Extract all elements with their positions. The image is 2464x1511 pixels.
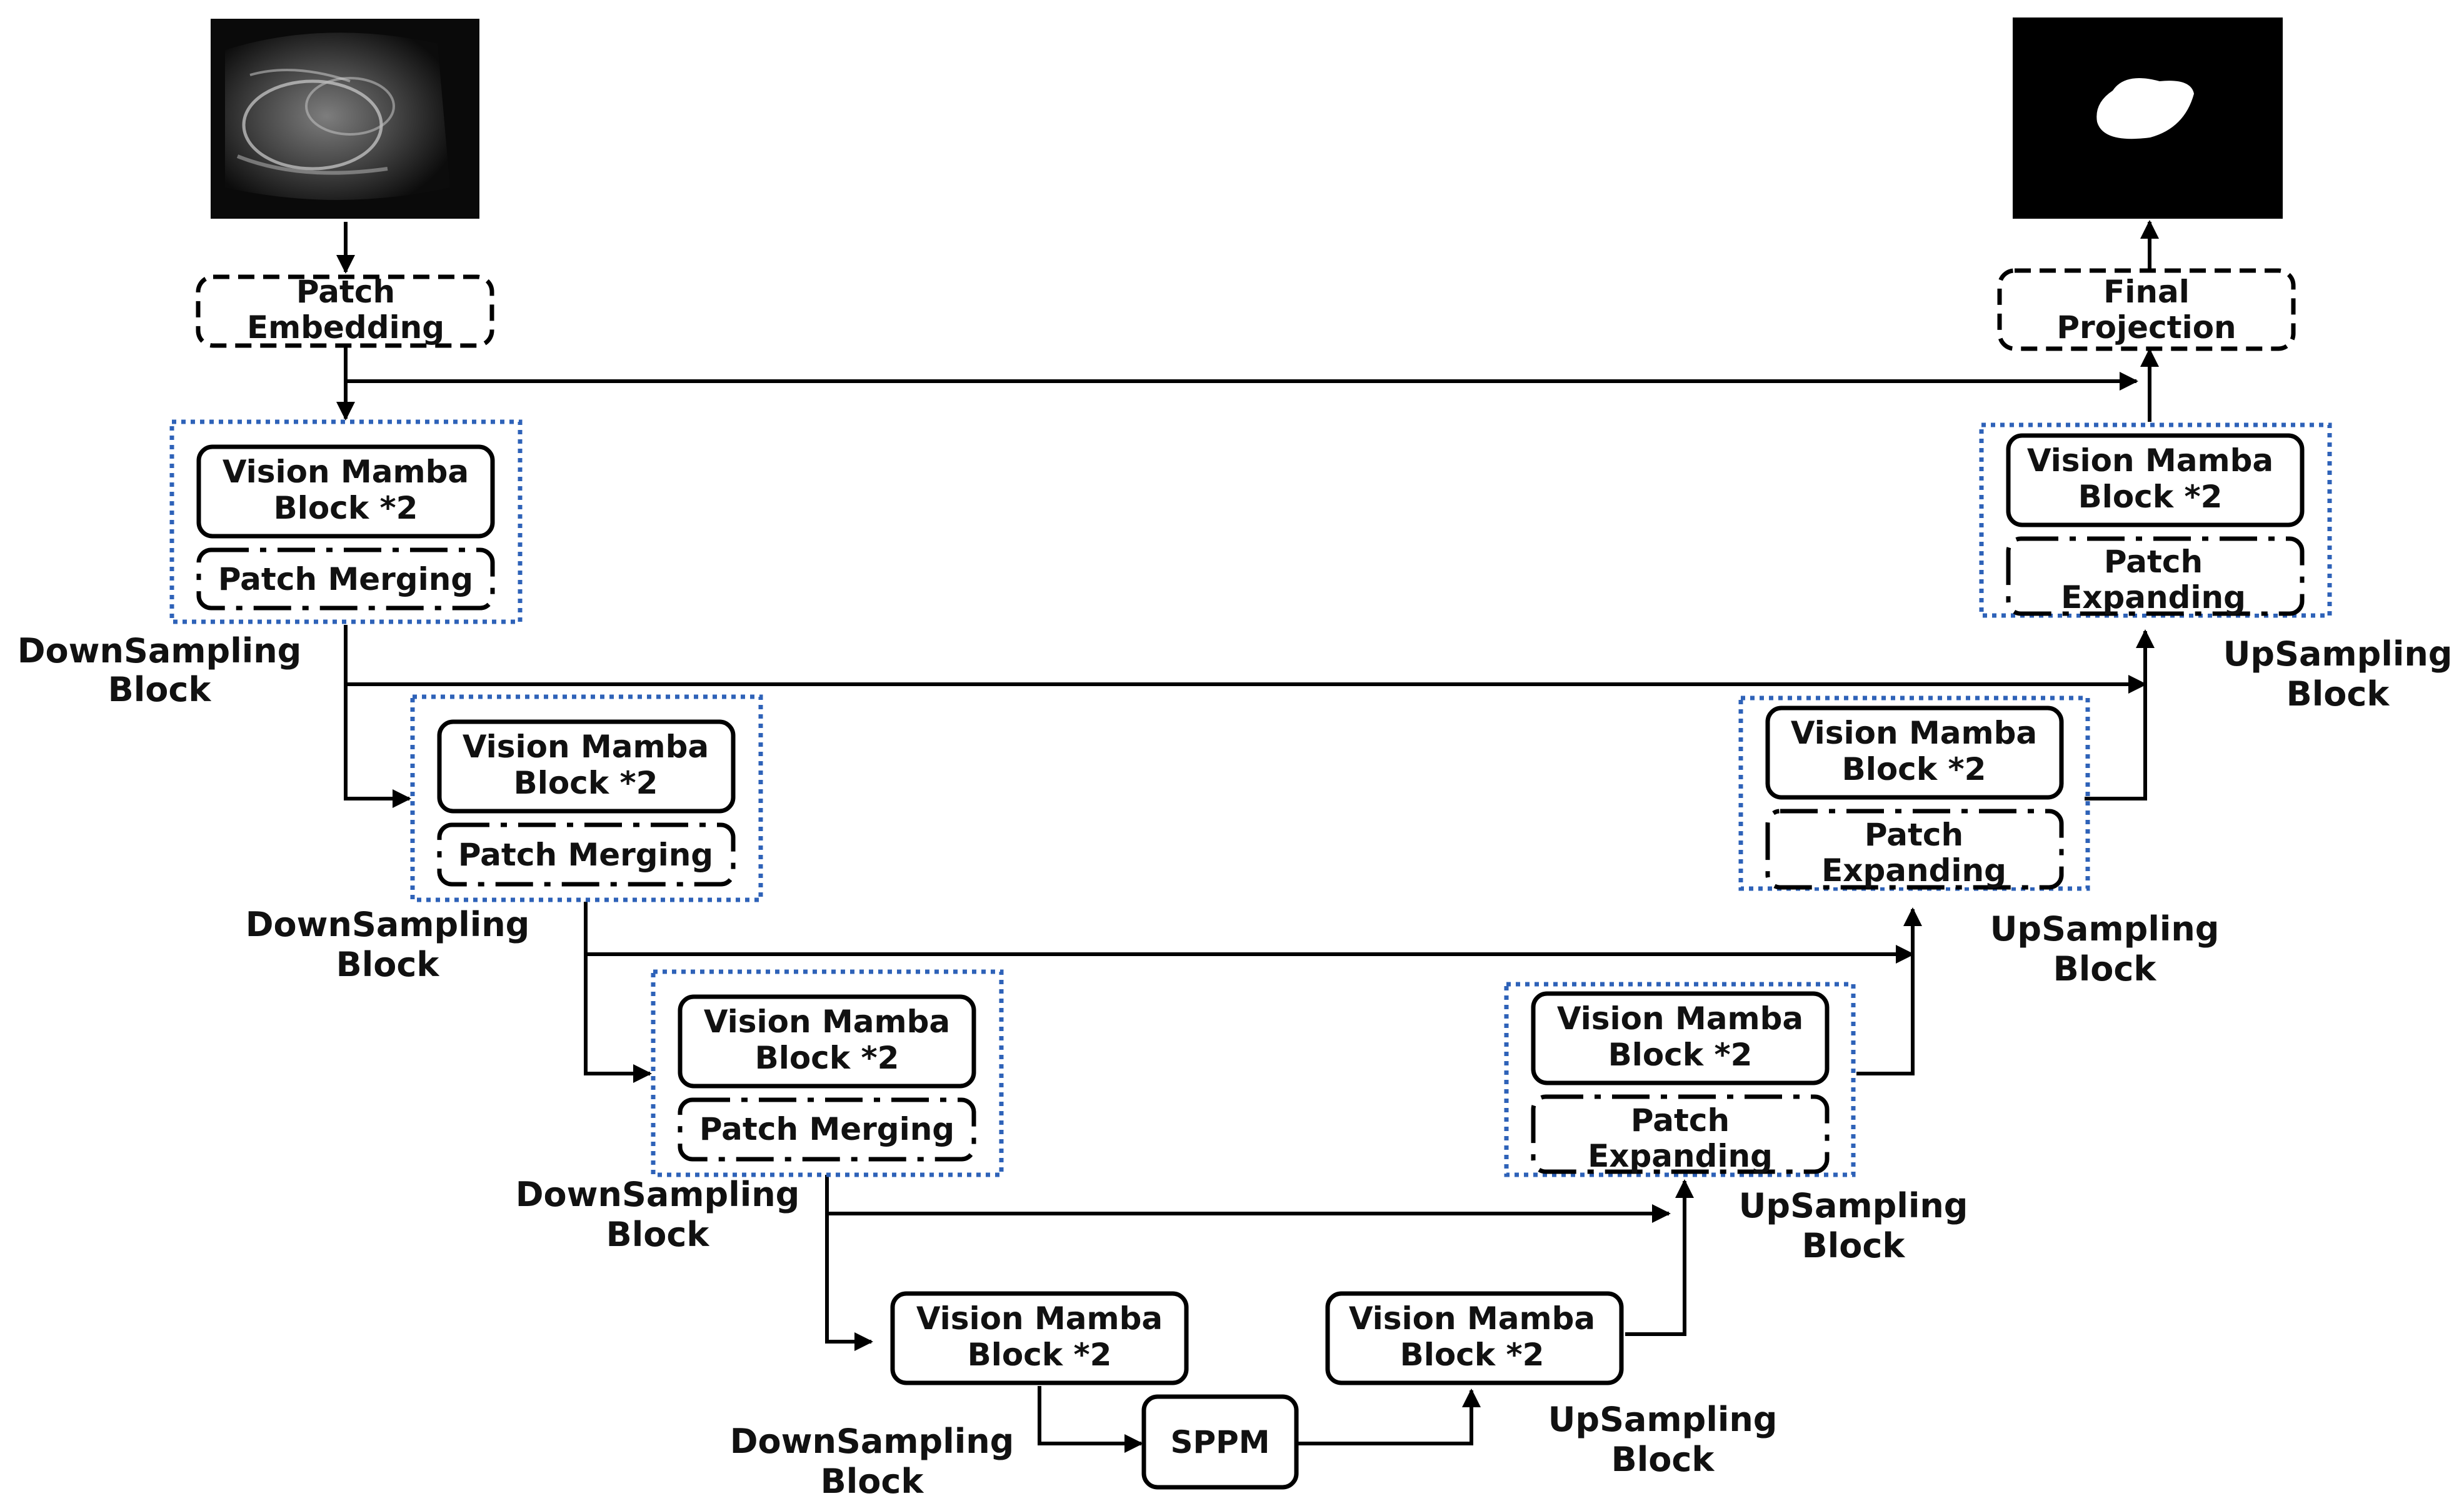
block-caption: DownSampling [516, 1175, 800, 1214]
vision-mamba-label: Block *2 [1842, 751, 1986, 787]
patch-merging-label: Patch Merging [218, 561, 473, 597]
vision-mamba-label: Block *2 [755, 1040, 899, 1076]
final-projection-line1: Final [2103, 274, 2190, 310]
connection-wires [336, 220, 2159, 1453]
block-caption: DownSampling [730, 1422, 1014, 1461]
vision-mamba-label: Block *2 [1608, 1037, 1753, 1073]
vision-mamba-label: Vision Mamba [223, 454, 469, 490]
output-segmentation-mask [2013, 17, 2283, 219]
input-ultrasound-image [211, 19, 479, 219]
vision-mamba-label: Vision Mamba [1349, 1300, 1595, 1337]
block-caption: UpSampling [1739, 1186, 1968, 1225]
block-caption: DownSampling [246, 905, 530, 944]
vision-mamba-label: Block *2 [514, 765, 658, 801]
block-caption: UpSampling [2223, 634, 2453, 674]
upsampling-block-3: Vision Mamba Block *2 Patch Expanding [1504, 982, 1856, 1177]
downsampling-block-4: Vision Mamba Block *2 [890, 1291, 1189, 1385]
downsampling-block-1: Vision Mamba Block *2 Patch Merging [169, 419, 523, 624]
vision-mamba-label: Block *2 [274, 490, 418, 526]
patch-embedding: Patch Embedding [196, 274, 494, 348]
vision-mamba-label: Vision Mamba [1557, 1000, 1803, 1037]
block-caption: Block [336, 945, 440, 984]
sppm-block: SPPM [1141, 1394, 1299, 1490]
patch-expanding-label: Patch [1631, 1102, 1730, 1139]
patch-expanding-label: Expanding [2061, 579, 2246, 616]
patch-expanding-label: Expanding [1821, 852, 2006, 889]
block-caption: Block [2286, 674, 2390, 714]
patch-merging-label: Patch Merging [699, 1111, 954, 1147]
block-caption: Block [1611, 1440, 1715, 1479]
vision-mamba-label: Vision Mamba [916, 1300, 1163, 1337]
vision-mamba-label: Vision Mamba [463, 729, 709, 765]
patch-expanding-label: Patch [1865, 817, 1963, 853]
patch-embedding-line2: Embedding [247, 309, 444, 346]
block-caption: Block [606, 1215, 710, 1254]
upsampling-block-4: Vision Mamba Block *2 [1325, 1291, 1624, 1385]
patch-merging-label: Patch Merging [458, 837, 713, 873]
patch-expanding-label: Patch [2104, 544, 2203, 580]
final-projection: Final Projection [1997, 268, 2296, 351]
final-projection-line2: Projection [2056, 309, 2236, 346]
upsampling-block-1: Vision Mamba Block *2 Patch Expanding [1979, 422, 2332, 618]
vision-mamba-label: Vision Mamba [1791, 715, 2037, 751]
sppm-label: SPPM [1170, 1424, 1270, 1460]
block-caption: Block [821, 1462, 924, 1501]
block-caption: Block [108, 670, 212, 709]
block-caption: Block [1802, 1226, 1906, 1265]
patch-embedding-line1: Patch [296, 274, 395, 310]
vision-mamba-label: Vision Mamba [704, 1004, 950, 1040]
block-caption: UpSampling [1990, 909, 2220, 949]
downsampling-block-3: Vision Mamba Block *2 Patch Merging [651, 969, 1004, 1177]
vision-mamba-label: Vision Mamba [2027, 442, 2273, 479]
vision-mamba-label: Block *2 [1400, 1337, 1545, 1373]
vision-mamba-label: Block *2 [2078, 479, 2223, 515]
patch-expanding-label: Expanding [1588, 1138, 1773, 1174]
downsampling-block-2: Vision Mamba Block *2 Patch Merging [410, 694, 763, 902]
upsampling-block-2: Vision Mamba Block *2 Patch Expanding [1738, 696, 2090, 891]
block-caption: Block [2053, 949, 2157, 989]
block-caption: UpSampling [1548, 1400, 1778, 1439]
vision-mamba-label: Block *2 [968, 1337, 1112, 1373]
block-caption: DownSampling [18, 631, 302, 671]
